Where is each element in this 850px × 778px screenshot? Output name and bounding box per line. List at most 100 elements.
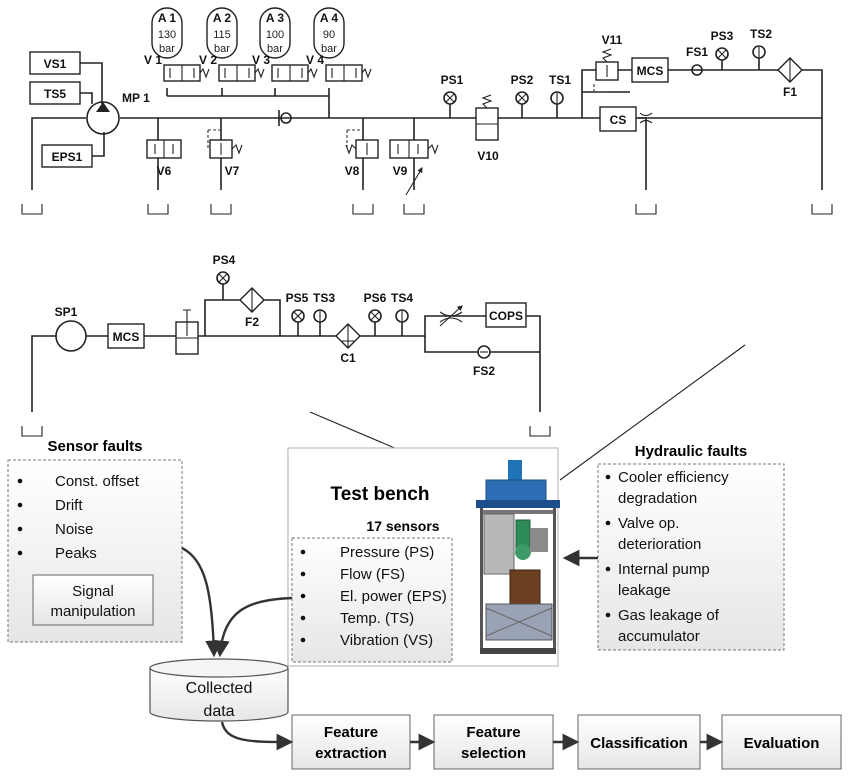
valve-v10: V10 <box>475 94 499 163</box>
sp1-label: SP1 <box>55 305 78 319</box>
pipeline-step-label: Classification <box>590 735 688 752</box>
cooler-c1: C1 <box>335 323 361 365</box>
bullet <box>605 520 611 526</box>
gauge-ts3: TS3 <box>313 291 335 323</box>
valve-v1: V 1 <box>144 53 210 82</box>
mcs-primary-label: MCS <box>637 64 664 78</box>
f2-label: F2 <box>245 315 259 329</box>
tank-symbol <box>352 204 374 215</box>
valve-label: V 3 <box>252 53 270 67</box>
sensor-fault-item: Noise <box>55 521 93 538</box>
tank-symbol <box>147 204 169 215</box>
eps1-label: EPS1 <box>52 150 83 164</box>
sensor-fault-item: Peaks <box>55 545 97 562</box>
gauge-ts4: TS4 <box>391 291 413 323</box>
accumulator-pressure: 90 <box>323 29 335 41</box>
accumulator-unit: bar <box>159 43 175 55</box>
bench-sensor-item: Temp. (TS) <box>340 610 414 627</box>
tank-symbol <box>21 204 43 215</box>
gauge-ps3: PS3 <box>711 29 734 61</box>
gauge-ps2: PS2 <box>511 73 534 105</box>
ps5-label: PS5 <box>286 291 309 305</box>
hydraulic-fault-item: accumulator <box>618 628 700 645</box>
bullet <box>17 526 23 532</box>
pipeline-step-1: Feature extraction <box>291 714 411 770</box>
mp1-label: MP 1 <box>122 91 150 105</box>
v7-label: V7 <box>225 164 240 178</box>
tank-symbols-secondary <box>21 426 551 437</box>
secondary-pump-sp1: SP1 <box>55 305 87 352</box>
secondary-valve-symbol <box>175 309 199 355</box>
arrow-bench-to-data <box>212 596 293 658</box>
accumulator-drops <box>166 88 330 96</box>
bench-sensor-item: Pressure (PS) <box>340 544 434 561</box>
sensor-faults-panel: Sensor faults Const. offsetDriftNoisePea… <box>7 438 183 643</box>
accumulator-4: A 4 90 bar <box>313 7 345 59</box>
bullet <box>605 474 611 480</box>
pipeline-step-label: Evaluation <box>744 735 820 752</box>
hydraulic-faults-title: Hydraulic faults <box>635 443 748 460</box>
motor-pump-symbol: MP 1 <box>86 91 150 135</box>
hydraulic-fault-item: Internal pump <box>618 561 710 578</box>
bullet <box>300 615 306 621</box>
pipeline-step-label: extraction <box>315 745 387 762</box>
cs-label: CS <box>610 113 627 127</box>
bench-sensor-item: Flow (FS) <box>340 566 405 583</box>
check-valve-symbol <box>278 110 292 126</box>
tank-symbol <box>529 426 551 437</box>
bench-sensor-item: El. power (EPS) <box>340 588 447 605</box>
hydraulic-fault-item: Valve op. <box>618 515 679 532</box>
accumulator-id: A 4 <box>320 11 339 25</box>
valve-label: V 1 <box>144 53 162 67</box>
sensor-fault-item: Drift <box>55 497 83 514</box>
c1-label: C1 <box>340 351 356 365</box>
collected-data-line2: data <box>203 703 234 720</box>
collected-data-cylinder: Collected data <box>149 658 289 722</box>
tank-symbol <box>811 204 833 215</box>
gauge-ps1: PS1 <box>441 73 464 105</box>
valve-v3: V 3 <box>252 53 318 82</box>
valve-v7: V7 <box>207 129 243 178</box>
ps6-label: PS6 <box>364 291 387 305</box>
bullet <box>17 550 23 556</box>
bench-sensor-list: Pressure (PS) Flow (FS) El. power (EPS) Tem… <box>300 544 447 649</box>
hydraulic-fault-item: degradation <box>618 490 697 507</box>
processing-pipeline: Feature extraction Feature selection Classif… <box>291 714 842 770</box>
accumulator-unit: bar <box>321 43 337 55</box>
bullet <box>300 593 306 599</box>
bullet <box>300 549 306 555</box>
sensor-faults-title: Sensor faults <box>47 438 142 455</box>
hydraulic-fault-item: Gas leakage of <box>618 607 720 624</box>
gauge-ps4: PS4 <box>213 253 236 285</box>
v11-label: V11 <box>602 33 623 47</box>
hydraulic-fault-item: leakage <box>618 582 671 599</box>
filter-f1: F1 <box>777 57 803 99</box>
bullet <box>300 637 306 643</box>
test-bench-panel: Test bench 17 sensors Pressure (PS)Flow … <box>287 447 560 667</box>
valve-v6: V6 <box>146 139 182 178</box>
pointer-line-right <box>559 344 746 481</box>
flow-sensor-fs1: FS1 <box>686 45 708 76</box>
ts2-label: TS2 <box>750 27 772 41</box>
arrow-sensor-faults-to-data <box>181 546 222 658</box>
cops-label: COPS <box>489 309 523 323</box>
ps2-label: PS2 <box>511 73 534 87</box>
pipeline-step-label: Feature <box>466 724 520 741</box>
hydraulic-faults-panel: Hydraulic faults Cooler efficiencydegrad… <box>597 443 785 651</box>
valve-v8: V8 <box>345 129 379 178</box>
bench-sensor-item: Vibration (VS) <box>340 632 433 649</box>
flow-sensor-fs2: FS2 <box>473 345 495 378</box>
bullet <box>300 571 306 577</box>
pipeline-step-label: selection <box>461 745 526 762</box>
pipeline-step-4: Evaluation <box>721 714 842 770</box>
tank-symbol <box>210 204 232 215</box>
vs1-label: VS1 <box>44 57 67 71</box>
v8-label: V8 <box>345 164 360 178</box>
ts3-label: TS3 <box>313 291 335 305</box>
ps1-label: PS1 <box>441 73 464 87</box>
pipeline-step-label: Feature <box>324 724 378 741</box>
accumulator-unit: bar <box>214 43 230 55</box>
